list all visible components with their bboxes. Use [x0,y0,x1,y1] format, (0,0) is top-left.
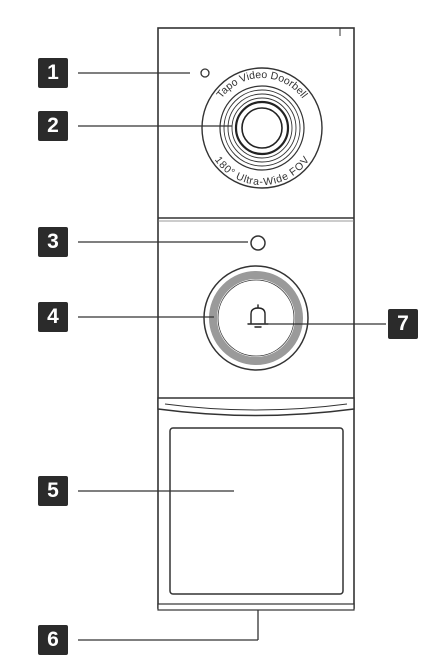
lens-ring-detail-3 [231,97,293,159]
battery-cover-panel [169,427,344,595]
status-led-dot [200,68,210,78]
callout-badge-2: 2 [38,111,68,141]
callout-badge-5: 5 [38,476,68,506]
button-face [217,279,295,357]
callout-badge-3: 3 [38,227,68,257]
callout-badge-6: 6 [38,625,68,655]
shelf-curve [164,403,348,411]
lens-glass [241,107,283,149]
lens-ring-detail-1 [223,89,301,167]
light-sensor-dot [250,235,266,251]
button-led-ring [209,271,303,365]
shelf-lip [157,397,355,417]
callout-badge-4: 4 [38,302,68,332]
device-back-edge [157,603,355,611]
lens-ring-detail-2 [227,93,297,163]
callout-badge-7: 7 [388,309,418,339]
callout-badge-1: 1 [38,58,68,88]
